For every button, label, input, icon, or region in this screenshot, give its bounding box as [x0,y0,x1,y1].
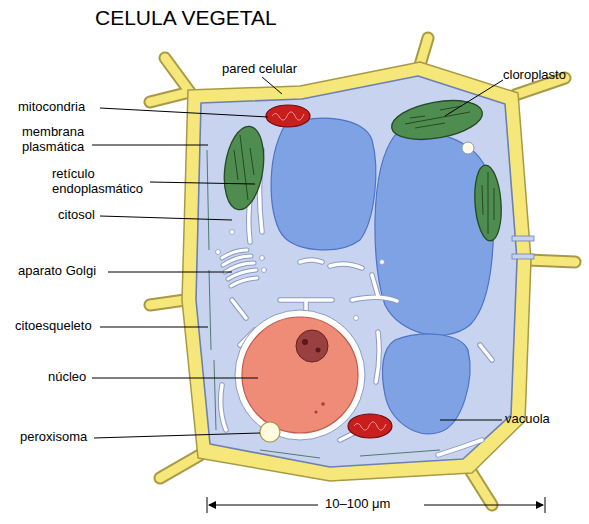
leader-line [100,327,208,328]
part-label: peroxisoma [20,430,87,445]
vesicle [230,230,235,235]
part-label: núcleo [48,370,86,385]
diagram-title: CELULA VEGETAL [95,6,277,30]
nucleolus [296,330,328,362]
chromatin-dot [315,411,318,414]
leader-line [100,216,232,220]
vacuole [271,118,376,250]
golgi-cisterna [222,250,257,286]
vesicle [354,316,359,321]
vesicle [462,142,474,154]
nucleus [242,317,358,433]
part-label: retículo endoplasmático [52,167,152,196]
leader-line [100,108,268,117]
cell-wall [182,62,531,481]
chromatin-dot [316,348,321,353]
golgi-vesicle [216,250,221,255]
part-label: pared celular [222,62,297,77]
part-label: mitocondria [18,100,85,115]
leader-line [94,433,260,438]
golgi-vesicle [260,256,265,261]
mitochondrion [348,414,392,438]
endoplasmic-reticulum [221,150,492,455]
golgi-outline [222,250,257,286]
chloroplast [389,94,486,145]
part-label: cloroplasto [503,68,566,83]
nuclear-envelope [235,310,365,440]
plasmodesma [512,254,534,259]
scale-bar [209,505,318,506]
leader-line [108,272,232,273]
scale-label: 10–100 μm [323,497,392,512]
part-label: membrana plasmática [22,125,112,154]
mitochondrial-cristae [354,422,386,431]
thylakoid [405,106,470,128]
leader-line [440,420,502,421]
vesicle [380,260,385,265]
chromatin-dot [302,339,308,345]
er-outline [221,150,492,455]
mitochondrion [266,105,310,127]
chloroplast [472,164,503,242]
part-label: aparato Golgi [18,264,96,279]
vacuole [375,132,493,335]
part-label: citosol [58,208,95,223]
plasmodesma [512,236,534,241]
peroxisome [260,422,280,442]
scale-tick [207,497,545,513]
part-label: vacuola [505,412,550,427]
leader-line [92,378,258,379]
leader-line [445,80,503,116]
leader-line [150,182,255,184]
part-label: citoesqueleto [15,319,92,334]
chloroplast [219,124,268,212]
leader-line [92,145,208,146]
mitochondrial-cristae [272,112,304,121]
plasma-membrane [196,76,517,467]
thylakoid [234,135,254,200]
leader-line [262,77,282,94]
golgi-vesicle [262,268,267,273]
thylakoid [482,172,494,234]
scale-bar [424,505,543,506]
vacuole [382,334,469,434]
chromatin-dot [321,402,325,406]
